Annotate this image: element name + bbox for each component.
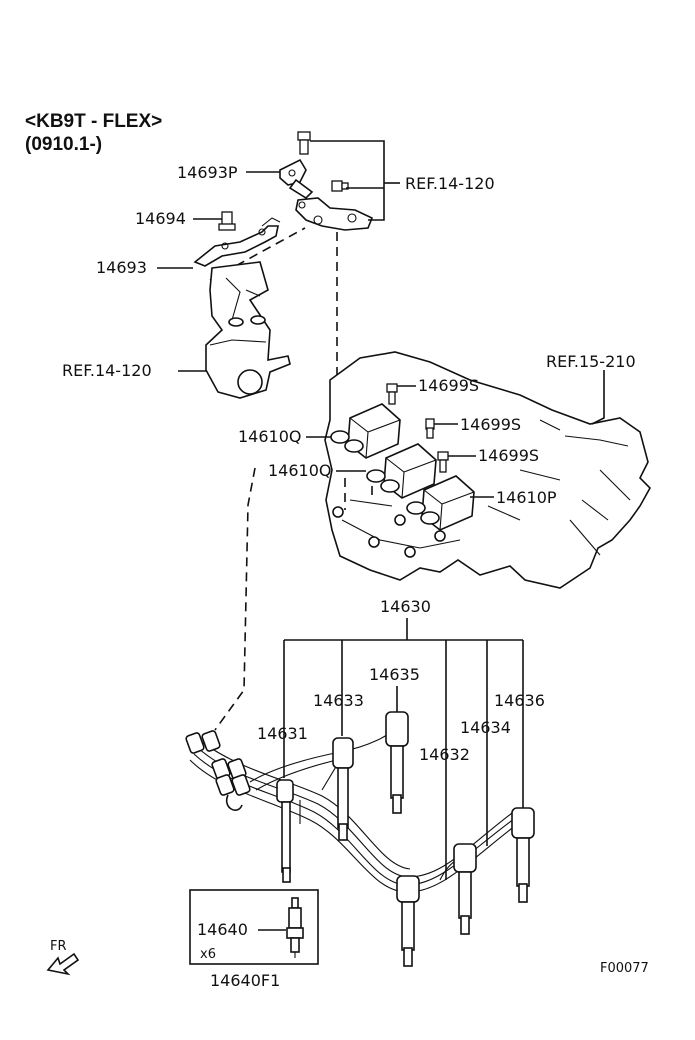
label-14634: 14634 — [460, 718, 511, 737]
label-fr: FR — [50, 939, 67, 954]
label-14610P: 14610P — [496, 488, 557, 507]
bolt-14699S-c — [437, 451, 449, 473]
ignition-coil-14610Q-a — [330, 403, 401, 459]
plug-boot-14636 — [511, 807, 535, 903]
figure-code: F00077 — [600, 961, 649, 976]
label-14640F1: 14640F1 — [210, 971, 280, 990]
label-ref-14-120-top: REF.14-120 — [405, 174, 495, 193]
ignition-coil-14610Q-b — [366, 443, 437, 499]
label-14699S-c: 14699S — [478, 446, 539, 465]
plug-boot-14635 — [385, 711, 409, 814]
label-14630: 14630 — [380, 597, 431, 616]
plug-boot-14634 — [453, 843, 477, 935]
distributor-housing — [205, 261, 291, 399]
label-14631: 14631 — [257, 724, 308, 743]
label-14610Q-b: 14610Q — [268, 461, 332, 480]
label-14693P: 14693P — [177, 163, 238, 182]
coil-bracket-assembly — [279, 131, 374, 231]
harness-bracket-14693 — [193, 217, 281, 267]
label-14640: 14640 — [197, 920, 248, 939]
serial-range: (0910.1-) — [25, 134, 102, 155]
label-14633: 14633 — [313, 691, 364, 710]
label-14694: 14694 — [135, 209, 186, 228]
label-14632: 14632 — [419, 745, 470, 764]
spark-plug-icon — [286, 897, 304, 958]
plug-boot-14633 — [332, 737, 354, 841]
intake-manifold — [324, 351, 651, 589]
bolt-14699S-a — [386, 383, 398, 405]
ignition-coil-14610P — [406, 475, 475, 531]
label-14635: 14635 — [369, 665, 420, 684]
plug-boot-14632 — [396, 875, 420, 967]
bolt-14699S-b — [425, 418, 435, 439]
plug-boot-14631 — [276, 779, 294, 883]
label-14693: 14693 — [96, 258, 147, 277]
label-ref-14-120-left: REF.14-120 — [62, 361, 152, 380]
label-14610Q-a: 14610Q — [238, 427, 302, 446]
label-14636: 14636 — [494, 691, 545, 710]
label-ref-15-210: REF.15-210 — [546, 352, 636, 371]
label-14699S-a: 14699S — [418, 376, 479, 395]
spark-plug-box — [189, 889, 319, 965]
front-arrow-icon — [46, 952, 80, 976]
model-title: <KB9T - FLEX> — [25, 111, 162, 132]
coil-connectors — [185, 730, 251, 796]
label-14699S-b: 14699S — [460, 415, 521, 434]
label-qty: x6 — [200, 947, 216, 962]
